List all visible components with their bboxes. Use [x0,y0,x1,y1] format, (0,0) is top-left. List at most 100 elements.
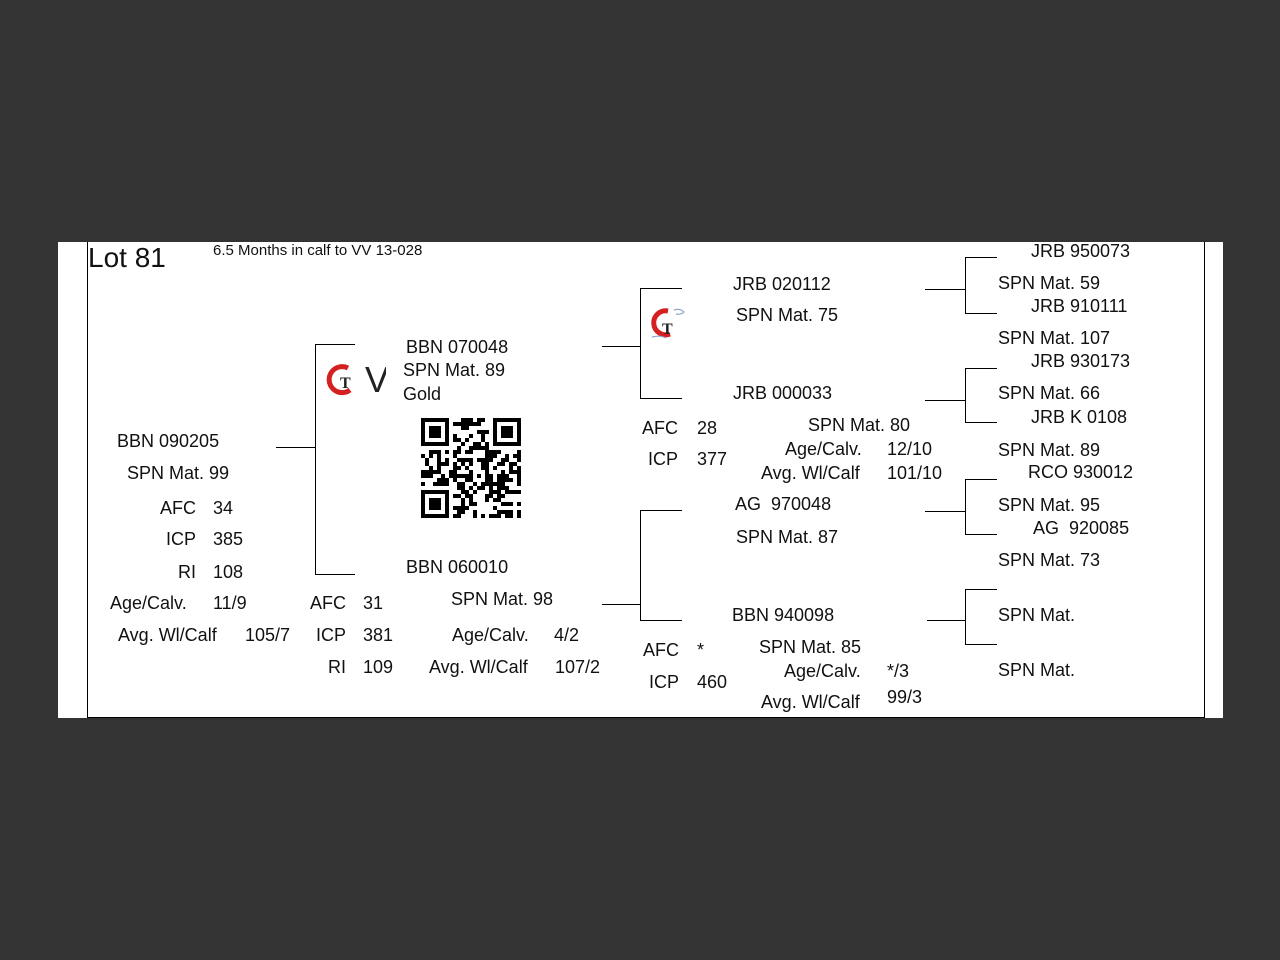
connector [602,346,641,347]
qr-module [425,514,429,518]
qr-module [445,418,449,422]
qr-module [425,458,429,462]
dam-stat-value: 4/2 [554,625,580,645]
qr-module [497,510,501,514]
qr-module [517,458,521,462]
subject-stat-value: 105/7 [245,625,291,645]
qr-module [453,470,457,474]
qr-module [433,502,437,506]
qr-module [505,478,509,482]
qr-module [497,490,501,494]
qr-module [445,434,449,438]
qr-module [501,458,505,462]
qr-module [493,438,497,442]
qr-module [469,450,473,454]
qr-module [429,502,433,506]
qr-module [465,494,469,498]
connector [602,604,641,605]
connector [640,620,682,621]
qr-module [457,486,461,490]
gp-sire-dam-stat-label: AFC [642,418,678,438]
qr-module [469,434,473,438]
qr-module [421,422,425,426]
qr-module [465,506,469,510]
qr-module [453,422,457,426]
qr-module [497,478,501,482]
qr-module [453,494,457,498]
gp-sire-dam-stat-value: 377 [697,449,728,469]
qr-module [437,442,441,446]
qr-module [425,462,429,466]
dam-id: BBN 060010 [406,557,509,577]
qr-module [457,466,461,470]
connector [925,400,966,401]
qr-module [429,490,433,494]
qr-module [457,510,461,514]
qr-module [485,478,489,482]
connector [315,344,355,345]
qr-module [421,494,425,498]
qr-module [489,482,493,486]
qr-module [509,426,513,430]
connector [965,422,997,423]
qr-module [433,506,437,510]
left-border [87,242,88,718]
qr-module [465,426,469,430]
qr-module [481,430,485,434]
qr-module [505,434,509,438]
qr-module [501,478,505,482]
qr-module [465,450,469,454]
qr-module [489,454,493,458]
subject-stat-label: Age/Calv. [110,593,187,613]
qr-module [517,514,521,518]
qr-module [445,426,449,430]
qr-module [437,462,441,466]
gp-sire-dam-stat-label: ICP [647,449,678,469]
qr-module [437,498,441,502]
qr-module [497,482,501,486]
gt-logo-icon: T V [326,359,389,400]
qr-module [421,426,425,430]
qr-module [445,462,449,466]
qr-module [477,486,481,490]
qr-module [457,450,461,454]
qr-module [485,470,489,474]
qr-module [473,514,477,518]
svg-text:T: T [340,375,351,392]
qr-module [517,510,521,514]
qr-module [469,458,473,462]
dam-spn: SPN Mat. 98 [451,589,554,609]
qr-module [461,506,465,510]
ggp-id: JRB K 0108 [1031,407,1128,427]
gp-dam-dam-stat-value: */3 [887,661,910,681]
qr-module [421,510,425,514]
qr-module [437,490,441,494]
qr-module [497,514,501,518]
qr-module [501,474,505,478]
connector [965,589,997,590]
qr-module [465,466,469,470]
gp-dam-dam-spn: SPN Mat. 85 [759,637,862,657]
qr-module [501,462,505,466]
qr-module [501,470,505,474]
qr-module [465,422,469,426]
qr-module [421,502,425,506]
gp-sire-dam-spn: SPN Mat. 80 [808,415,911,435]
qr-module [449,470,453,474]
gp-sire-dam-stat-value: 12/10 [887,439,933,459]
gp-sire-dam-stat-label: Avg. Wl/Calf [761,463,860,483]
qr-module [461,486,465,490]
lot-number: Lot 81 [88,242,166,273]
qr-module [441,418,445,422]
qr-module [457,514,461,518]
qr-module [477,430,481,434]
svg-text:T: T [662,321,673,338]
qr-module [433,498,437,502]
qr-module [517,470,521,474]
qr-module [421,482,425,486]
qr-module [445,422,449,426]
qr-module [505,430,509,434]
qr-module [493,506,497,510]
qr-module [445,442,449,446]
qr-module [453,506,457,510]
